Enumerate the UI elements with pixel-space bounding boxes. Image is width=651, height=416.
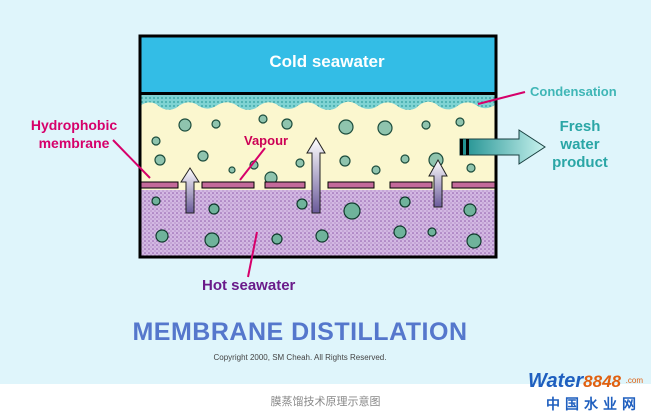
membrane-pointer-line <box>112 139 151 179</box>
hydrophobic-membrane <box>139 181 497 189</box>
vapour-label: Vapour <box>244 133 289 148</box>
condensate-droplets <box>151 114 476 185</box>
hot-water-bubbles <box>151 196 482 249</box>
water8848-logo: Water8848 .com 中国水业网 <box>519 370 645 414</box>
copyright-text: Copyright 2000, SM Cheah. All Rights Res… <box>213 353 387 362</box>
fresh-label-line2: water <box>560 136 600 153</box>
figure-caption: 膜蒸馏技术原理示意图 <box>270 396 381 408</box>
hot-water-pointer-line <box>247 231 258 278</box>
fresh-water-outlet-arrow <box>459 129 546 165</box>
cold-seawater-label: Cold seawater <box>269 52 385 71</box>
condensation-pointer-line <box>477 91 526 105</box>
membrane-label-line1: Hydrophobic <box>30 117 118 133</box>
logo-number: 8848 <box>583 372 621 391</box>
diagram-title: MEMBRANE DISTILLATION <box>132 318 468 346</box>
logo-word: Water <box>527 370 584 392</box>
membrane-distillation-diagram <box>112 34 546 278</box>
membrane-label: Hydrophobic membrane <box>14 116 134 152</box>
logo-chinese-name: 中国水业网 <box>546 396 641 412</box>
vapour-arrows <box>180 137 448 214</box>
diagram-panel: Cold seawater Vapour Hydrophobic membran… <box>0 0 651 384</box>
condensation-film <box>140 95 496 110</box>
fresh-label-line1: Fresh <box>559 118 601 135</box>
vapour-pointer-line <box>239 147 266 181</box>
fresh-water-label: Fresh water product <box>540 118 620 172</box>
logo-suffix: .com <box>625 376 643 385</box>
fresh-label-line3: product <box>552 154 608 171</box>
membrane-label-line2: membrane <box>38 135 110 151</box>
hot-seawater-label: Hot seawater <box>202 277 296 294</box>
logo-wordmark: Water8848 <box>528 370 621 393</box>
condensation-label: Condensation <box>530 84 617 99</box>
cold-seawater-region <box>140 36 496 92</box>
